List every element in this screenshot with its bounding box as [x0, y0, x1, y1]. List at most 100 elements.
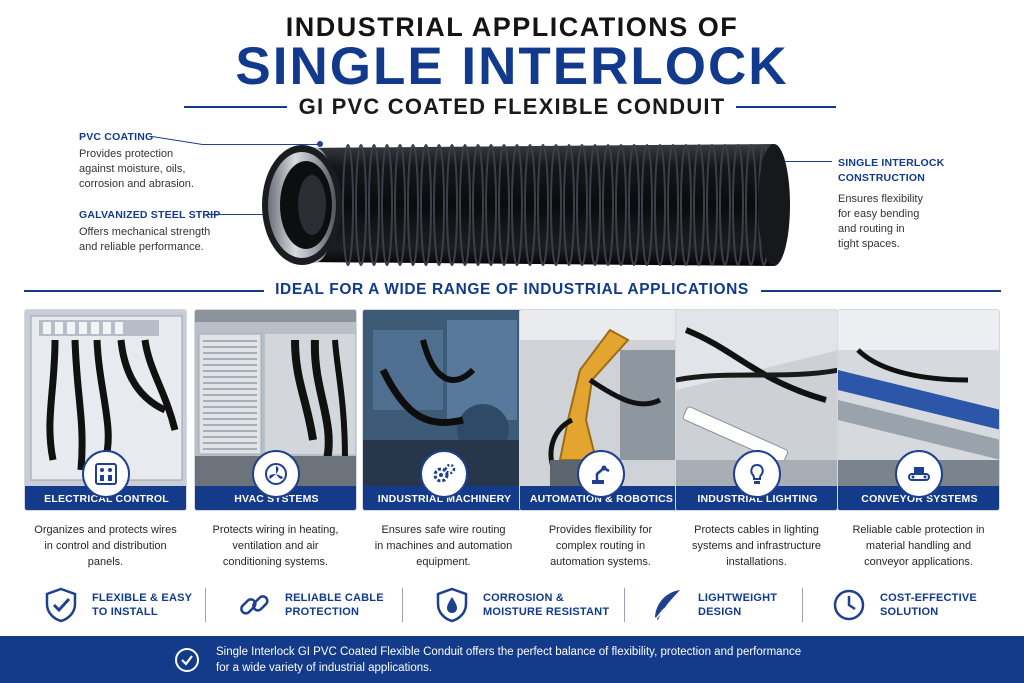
callout-title: PVC COATING	[79, 131, 154, 143]
feature-cost-effective: COST-EFFECTIVE SOLUTION	[830, 585, 977, 625]
callout-title: GALVANIZED STEEL STRIP	[79, 209, 221, 221]
subtitle-rule-right	[736, 106, 836, 108]
conduit-rib	[368, 144, 380, 266]
conduit-rib	[719, 144, 731, 266]
conduit-rib	[472, 144, 484, 266]
conduit-rib	[381, 144, 393, 266]
chain-link-icon	[235, 586, 273, 624]
feature-separator	[624, 588, 625, 622]
callout-desc-line: and routing in	[838, 223, 905, 235]
callout-title: SINGLE INTERLOCK CONSTRUCTION	[838, 156, 988, 186]
desc-line: complex routing in	[555, 540, 646, 552]
callout-desc-line: for easy bending	[838, 208, 920, 220]
desc-line: Organizes and protects wires	[34, 524, 177, 536]
conduit-rib	[667, 144, 679, 266]
conduit-rib	[641, 144, 653, 266]
card-industrial-lighting: INDUSTRIAL LIGHTING	[675, 309, 838, 511]
subtitle-row: GI PVC COATED FLEXIBLE CONDUIT	[0, 94, 1024, 122]
callout-leader	[203, 144, 320, 145]
card-description: Organizes and protects wires in control …	[24, 522, 187, 570]
desc-line: ventilation and air	[232, 540, 319, 552]
feature-text: RELIABLE CABLE PROTECTION	[285, 591, 384, 619]
section-rule-left	[24, 290, 264, 292]
hvac-vent-slat	[203, 376, 257, 378]
feature-line: LIGHTWEIGHT	[698, 592, 778, 604]
hvac-vent-slat	[203, 352, 257, 354]
title-line-3: GI PVC COATED FLEXIBLE CONDUIT	[298, 94, 726, 119]
callout-dot	[317, 141, 323, 147]
desc-line: in control and distribution	[44, 540, 167, 552]
desc-line: material handling and	[865, 540, 972, 552]
conduit-rib	[537, 144, 549, 266]
feature-reliable: RELIABLE CABLE PROTECTION	[235, 585, 384, 625]
desc-line: conveyor applications.	[864, 556, 973, 568]
card-conveyor-systems: CONVEYOR SYSTEMS	[837, 309, 1000, 511]
card-description: Protects wiring in heating, ventilation …	[194, 522, 357, 570]
feature-line: COST-EFFECTIVE	[880, 592, 977, 604]
desc-line: systems and infrastructure	[692, 540, 821, 552]
control-panel-icon	[82, 450, 130, 498]
card-automation-robotics: AUTOMATION & ROBOTICS	[519, 309, 682, 511]
callout-desc-line: and reliable performance.	[79, 241, 204, 253]
hvac-vent-slat	[203, 340, 257, 342]
feature-line: DESIGN	[698, 606, 742, 618]
hvac-vent-slat	[203, 382, 257, 384]
feature-separator	[802, 588, 803, 622]
feature-text: CORROSION & MOISTURE RESISTANT	[483, 591, 609, 619]
card-industrial-machinery: INDUSTRIAL MACHINERY	[362, 309, 525, 511]
card-description: Provides flexibility for complex routing…	[519, 522, 682, 570]
card-description: Protects cables in lighting systems and …	[675, 522, 838, 570]
conduit-rib	[589, 144, 601, 266]
shield-check-icon	[42, 586, 80, 624]
hvac-vent-slat	[203, 358, 257, 360]
callout-title-line: CONSTRUCTION	[838, 172, 925, 184]
hvac-vent-slat	[203, 436, 257, 438]
fan-icon	[252, 450, 300, 498]
footer-banner: Single Interlock GI PVC Coated Flexible …	[0, 636, 1024, 683]
conduit-rib	[706, 144, 718, 266]
conduit-rib	[498, 144, 510, 266]
conduit-rib	[680, 144, 692, 266]
hvac-vent-slat	[203, 448, 257, 450]
callout-desc-line: tight spaces.	[838, 238, 900, 250]
footer-line: Single Interlock GI PVC Coated Flexible …	[216, 646, 802, 658]
callout-desc-line: Ensures flexibility	[838, 193, 923, 205]
feature-line: TO INSTALL	[92, 606, 158, 618]
card-label: CONVEYOR SYSTEMS	[838, 486, 999, 510]
callout-desc: Offers mechanical strength and reliable …	[79, 225, 249, 255]
callout-desc-line: Provides protection	[79, 148, 174, 160]
hvac-vent-slat	[203, 442, 257, 444]
callout-desc-line: against moisture, oils,	[79, 163, 186, 175]
card-hvac-systems: HVAC SYSTEMS	[194, 309, 357, 511]
card-electrical-control-panels: ELECTRICAL CONTROL PANELS	[24, 309, 187, 511]
conduit-rib	[420, 144, 432, 266]
hvac-vent-slat	[203, 364, 257, 366]
conduit-rib	[550, 144, 562, 266]
hvac-vent-slat	[203, 424, 257, 426]
feature-separator	[205, 588, 206, 622]
callout-galvanized-steel: GALVANIZED STEEL STRIP Offers mechanical…	[79, 208, 249, 255]
feather-icon	[648, 586, 686, 624]
callout-leader	[780, 161, 832, 162]
conduit-rib	[355, 144, 367, 266]
conduit-rib	[394, 144, 406, 266]
section-rule-right	[761, 290, 1001, 292]
feature-flexible: FLEXIBLE & EASY TO INSTALL	[42, 585, 192, 625]
conduit-rib	[524, 144, 536, 266]
conduit-rib	[745, 144, 757, 266]
conduit-rib	[433, 144, 445, 266]
water-drop-shield-icon	[433, 586, 471, 624]
hvac-vent-slat	[203, 388, 257, 390]
title-line-2: SINGLE INTERLOCK	[235, 37, 789, 96]
desc-line: Provides flexibility for	[548, 524, 653, 536]
card-description: Reliable cable protection in material ha…	[837, 522, 1000, 570]
conduit-rib	[446, 144, 458, 266]
desc-line: in machines and automation	[374, 540, 513, 552]
callout-desc: Ensures flexibility for easy bending and…	[838, 192, 988, 252]
check-circle-icon	[175, 648, 199, 672]
feature-line: RELIABLE CABLE	[285, 592, 384, 604]
callout-single-interlock: SINGLE INTERLOCK CONSTRUCTION Ensures fl…	[838, 156, 988, 252]
hvac-vent-slat	[203, 346, 257, 348]
desc-line: installations.	[726, 556, 787, 568]
card-label: INDUSTRIAL LIGHTING	[676, 486, 837, 510]
